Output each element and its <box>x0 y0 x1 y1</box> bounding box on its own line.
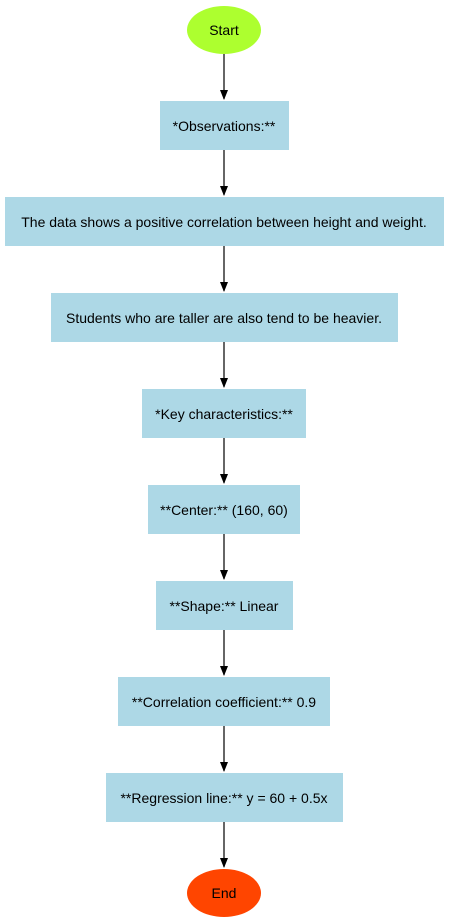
center-node-label: **Center:** (160, 60) <box>160 502 288 518</box>
correlation-note-node-box <box>5 197 444 246</box>
observations-node-box <box>160 101 289 150</box>
start-node: Start <box>187 6 261 54</box>
regression-line-node-box <box>106 773 343 822</box>
key-characteristics-node-label: *Key characteristics:** <box>155 406 293 422</box>
shape-node-box <box>156 581 293 630</box>
key-characteristics-node: *Key characteristics:** <box>142 389 306 438</box>
regression-line-node: **Regression line:** y = 60 + 0.5x <box>106 773 343 822</box>
end-node: End <box>187 869 261 917</box>
end-node-shape <box>187 869 261 917</box>
key-characteristics-node-box <box>142 389 306 438</box>
correlation-coefficient-node: **Correlation coefficient:** 0.9 <box>118 677 330 726</box>
start-node-label: Start <box>209 22 239 38</box>
taller-heavier-node-label: Students who are taller are also tend to… <box>66 310 382 326</box>
observations-node: *Observations:** <box>160 101 289 150</box>
correlation-note-node-label: The data shows a positive correlation be… <box>21 214 426 230</box>
center-node-box <box>148 485 300 534</box>
taller-heavier-node-box <box>51 293 398 342</box>
observations-node-label: *Observations:** <box>173 118 276 134</box>
shape-node-label: **Shape:** Linear <box>170 598 279 614</box>
shape-node: **Shape:** Linear <box>156 581 293 630</box>
taller-heavier-node: Students who are taller are also tend to… <box>51 293 398 342</box>
correlation-coefficient-node-label: **Correlation coefficient:** 0.9 <box>132 694 316 710</box>
center-node: **Center:** (160, 60) <box>148 485 300 534</box>
correlation-coefficient-node-box <box>118 677 330 726</box>
end-node-label: End <box>212 885 237 901</box>
start-node-shape <box>187 6 261 54</box>
regression-line-node-label: **Regression line:** y = 60 + 0.5x <box>120 790 327 806</box>
correlation-note-node: The data shows a positive correlation be… <box>5 197 444 246</box>
